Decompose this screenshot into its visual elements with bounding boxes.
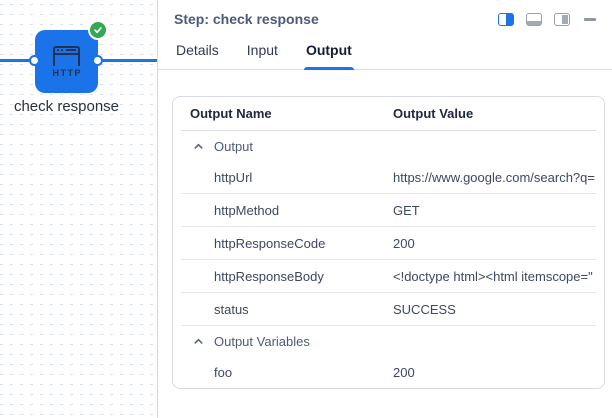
output-name-cell: httpUrl [214,169,253,185]
tab-bar: Details Input Output [158,27,612,70]
output-name-cell: httpMethod [214,202,280,218]
node-label: check response [13,98,120,115]
workflow-canvas[interactable]: HTTP check response [0,0,157,418]
step-details-panel: Step: check response Details Input Outpu… [157,0,612,418]
chevron-up-icon[interactable] [193,141,204,152]
http-task-node[interactable]: HTTP [35,20,108,93]
dock-bottom-icon[interactable] [526,12,542,26]
table-data-row: httpResponseBody <!doctype html><html ite… [181,260,596,293]
tab-output[interactable]: Output [303,42,354,70]
table-rows: Output httpUrl https://www.google.com/sear… [181,131,596,388]
table-data-row: foo 200 [181,356,596,388]
column-header-output-name: Output Name [190,106,272,121]
node-input-port[interactable] [29,55,40,66]
output-name-cell: httpResponseCode [214,235,326,251]
tab-details[interactable]: Details [176,42,219,58]
table-group-row: Output [181,131,596,161]
success-check-icon [88,20,108,40]
group-label: Output [214,138,254,154]
table-data-row: httpResponseCode 200 [181,227,596,260]
minimize-icon[interactable] [584,17,596,21]
dock-split-right-icon[interactable] [498,12,514,26]
group-label: Output Variables [214,333,310,349]
output-value-cell: SUCCESS [393,301,456,317]
output-value-cell: GET [393,202,420,218]
table-data-row: status SUCCESS [181,293,596,326]
table-data-row: httpUrl https://www.google.com/search?q= [181,161,596,194]
chevron-up-icon[interactable] [193,336,204,347]
output-name-cell: httpResponseBody [214,268,324,284]
panel-header: Step: check response [158,0,612,27]
http-browser-icon: HTTP [51,45,82,78]
output-name-cell: status [214,301,249,317]
tab-input[interactable]: Input [246,42,278,58]
output-value-cell: <!doctype html><html itemscope=" [393,268,593,284]
table-group-row: Output Variables [181,326,596,356]
table-header-row: Output Name Output Value [181,97,596,131]
panel-title: Step: check response [174,11,319,27]
column-header-output-value: Output Value [393,106,474,121]
output-value-cell: https://www.google.com/search?q= [393,169,595,185]
http-icon-text: HTTP [52,67,82,78]
window-controls [498,12,596,26]
output-value-cell: 200 [393,364,415,380]
output-name-cell: foo [214,364,233,380]
dock-panel-right-icon[interactable] [554,12,570,26]
output-value-cell: 200 [393,235,415,251]
node-output-port[interactable] [92,55,103,66]
table-data-row: httpMethod GET [181,194,596,227]
